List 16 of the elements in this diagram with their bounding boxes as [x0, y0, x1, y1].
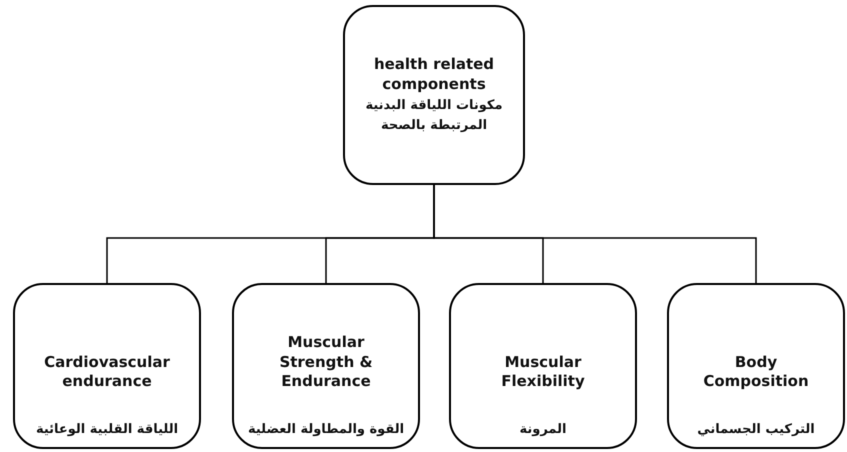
component-title: Muscular Strength & Endurance	[278, 333, 374, 392]
component-title: Muscular Flexibility	[500, 352, 586, 392]
rounded-box	[13, 283, 201, 449]
rounded-box	[667, 283, 845, 449]
component-title: health related components	[372, 55, 496, 94]
arabic-label: المرونة	[520, 420, 566, 438]
connector-line	[433, 185, 757, 283]
rounded-box	[343, 5, 525, 185]
arabic-label: القوة والمطاولة العضلية	[248, 420, 404, 438]
arabic-label: مكونات اللياقة البدنية المرتبطة بالصحة	[364, 97, 504, 134]
component-title: Cardiovascular endurance	[43, 352, 171, 392]
rounded-box	[232, 283, 420, 449]
arabic-label: اللياقة القلبية الوعائية	[36, 420, 178, 438]
arabic-label: التركيب الجسماني	[697, 420, 815, 438]
rounded-box	[449, 283, 637, 449]
component-title: Body Composition	[702, 352, 810, 392]
